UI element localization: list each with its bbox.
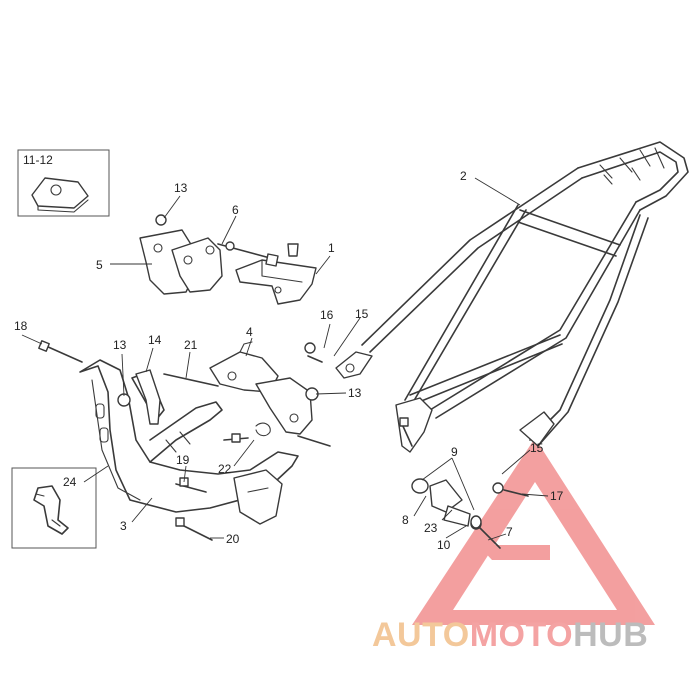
part-3-front-frame — [79, 359, 299, 525]
callout-24: 24 — [63, 475, 77, 489]
callout-8: 8 — [402, 513, 409, 527]
part-4-engine-mount — [209, 341, 313, 435]
callout-1: 1 — [328, 241, 335, 255]
part-5-plates — [139, 214, 279, 295]
callout-2: 2 — [460, 169, 467, 183]
watermark-logo: AUTOMOTOHUB — [372, 616, 692, 656]
inset-24 — [11, 467, 97, 549]
leader-lines — [21, 177, 549, 541]
callout-22: 22 — [218, 462, 232, 476]
callout-15b: 15 — [530, 441, 544, 455]
callout-21: 21 — [184, 338, 198, 352]
callout-labels: 11-12 2 13 6 1 5 16 15 18 4 13 14 21 13 … — [14, 153, 564, 552]
callout-18: 18 — [14, 319, 28, 333]
watermark-hub: HUB — [573, 616, 649, 654]
callout-13b: 13 — [113, 338, 127, 352]
part-14-strap — [135, 369, 161, 425]
callout-16: 16 — [320, 308, 334, 322]
callout-10: 10 — [437, 538, 451, 552]
watermark-triangle-icon — [412, 438, 655, 625]
callout-17: 17 — [550, 489, 564, 503]
callout-15a: 15 — [355, 307, 369, 321]
callout-23: 23 — [424, 521, 438, 535]
callout-7: 7 — [506, 525, 513, 539]
part-8-bushing — [411, 478, 482, 529]
callout-4: 4 — [246, 325, 253, 339]
callout-20: 20 — [226, 532, 240, 546]
callout-13a: 13 — [174, 181, 188, 195]
callout-19: 19 — [176, 453, 190, 467]
callout-14: 14 — [148, 333, 162, 347]
watermark-moto: MOTO — [469, 616, 574, 654]
callout-6: 6 — [232, 203, 239, 217]
part-2-rear-subframe — [335, 141, 689, 453]
callout-5: 5 — [96, 258, 103, 272]
callout-11-12: 11-12 — [23, 153, 53, 167]
callout-13c: 13 — [348, 386, 362, 400]
watermark-auto: AUTO — [372, 616, 470, 654]
inset-11-12 — [17, 149, 110, 217]
part-1-bracket — [235, 243, 317, 305]
callout-3: 3 — [120, 519, 127, 533]
callout-9: 9 — [451, 445, 458, 459]
